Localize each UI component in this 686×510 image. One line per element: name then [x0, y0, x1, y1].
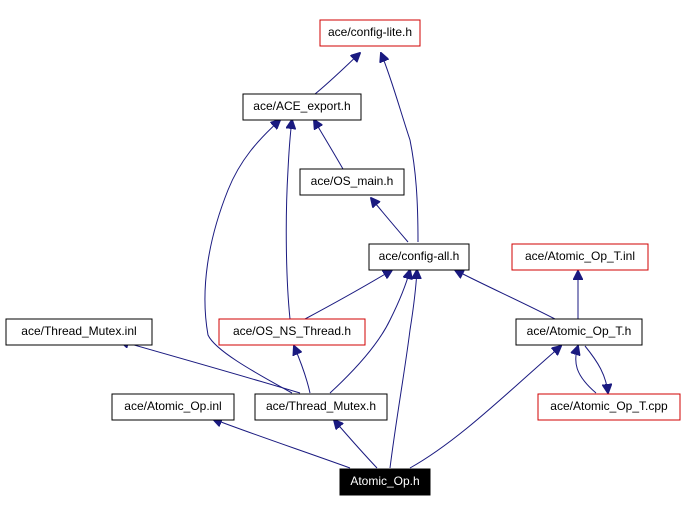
node-config-all[interactable]: ace/config-all.h	[368, 243, 470, 271]
node-label: ace/Atomic_Op.inl	[124, 399, 221, 413]
edge-config-all-to-config-lite	[381, 53, 419, 243]
node-label: ace/Thread_Mutex.h	[266, 399, 376, 413]
node-atomic-op-t-h[interactable]: ace/Atomic_Op_T.h	[515, 318, 643, 346]
node-atomic-op-h-focus[interactable]: Atomic_Op.h	[339, 468, 431, 496]
edge-config-all-to-os-main	[371, 198, 409, 243]
node-label: ace/config-all.h	[379, 249, 460, 263]
edge-atomic-op-t-cpp-to-atomic-op-t-h	[576, 346, 597, 394]
edge-atomic-op-h-to-atomic-op-inl	[213, 419, 351, 469]
node-label: ace/config-lite.h	[328, 25, 412, 39]
edge-thread-mutex-h-to-os-ns-thread	[294, 346, 311, 394]
edge-atomic-op-h-to-thread-mutex-h	[334, 420, 378, 469]
node-thread-mutex-inl[interactable]: ace/Thread_Mutex.inl	[5, 318, 153, 346]
node-ace-export[interactable]: ace/ACE_export.h	[242, 93, 362, 121]
edge-thread-mutex-h-to-config-all	[329, 270, 410, 394]
edge-ace-export-to-config-lite	[314, 53, 360, 95]
edge-atomic-op-h-to-config-all	[389, 270, 417, 469]
node-atomic-op-t-cpp[interactable]: ace/Atomic_Op_T.cpp	[537, 393, 681, 421]
edge-atomic-op-t-h-to-atomic-op-t-cpp	[584, 345, 608, 393]
node-label: Atomic_Op.h	[350, 474, 419, 488]
node-label: ace/Atomic_Op_T.inl	[525, 249, 635, 263]
node-atomic-op-inl[interactable]: ace/Atomic_Op.inl	[111, 393, 235, 421]
edge-thread-mutex-h-to-thread-mutex-inl	[120, 341, 301, 394]
edge-thread-mutex-h-to-ace-export	[204, 120, 293, 394]
node-config-lite[interactable]: ace/config-lite.h	[319, 19, 421, 47]
edge-atomic-op-t-h-to-config-all	[455, 270, 556, 320]
node-os-main[interactable]: ace/OS_main.h	[299, 168, 405, 196]
node-label: ace/OS_NS_Thread.h	[233, 324, 351, 338]
node-label: ace/Thread_Mutex.inl	[21, 324, 136, 338]
node-thread-mutex-h[interactable]: ace/Thread_Mutex.h	[254, 393, 388, 421]
edge-atomic-op-h-to-atomic-op-t-h	[409, 346, 561, 469]
node-os-ns-thread[interactable]: ace/OS_NS_Thread.h	[218, 318, 366, 346]
node-label: ace/OS_main.h	[311, 174, 394, 188]
edge-os-ns-thread-to-ace-export	[285, 120, 292, 320]
node-atomic-op-t-inl[interactable]: ace/Atomic_Op_T.inl	[511, 243, 649, 271]
edges	[120, 53, 608, 469]
node-label: ace/Atomic_Op_T.h	[527, 324, 632, 338]
node-label: ace/ACE_export.h	[253, 99, 350, 113]
edge-os-main-to-ace-export	[314, 120, 344, 170]
edge-os-ns-thread-to-config-all	[304, 270, 392, 320]
node-label: ace/Atomic_Op_T.cpp	[550, 399, 668, 413]
